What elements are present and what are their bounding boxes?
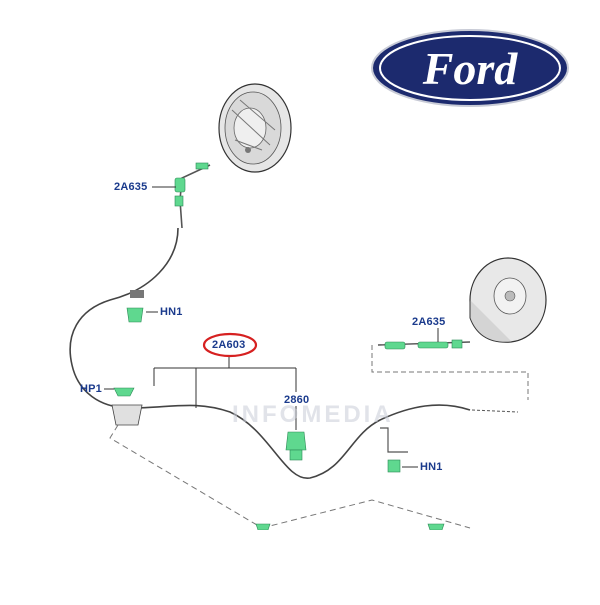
svg-text:Ford: Ford: [422, 43, 519, 94]
rear-cable-group-outline: [371, 345, 529, 400]
bracket-2860: [285, 406, 307, 461]
main-brake-cable: [69, 227, 471, 479]
pin-hp1: [104, 387, 143, 426]
callout-HN1-upper: HN1: [160, 306, 183, 318]
callout-HN1-lower: HN1: [420, 461, 443, 473]
hanger-hn1-upper: [126, 290, 158, 323]
hanger-hn1-lower: [380, 427, 418, 473]
watermark-text: INFOMEDIA: [232, 401, 394, 428]
highlight-ring: [202, 332, 258, 358]
right-brake-drum-drawing: [469, 257, 547, 343]
upper-brake-assembly-drawing: [218, 83, 292, 173]
lower-group-outline: [109, 424, 471, 529]
callout-2A635-rear: 2A635: [412, 316, 446, 328]
upper-front-cable: [179, 164, 211, 229]
callout-2860: 2860: [284, 394, 310, 406]
callout-HP1: HP1: [80, 383, 102, 395]
ford-logo: Ford: [371, 29, 569, 107]
lower-partial-parts: [255, 523, 445, 531]
callout-2A635-upper: 2A635: [114, 181, 148, 193]
callout-2A603: 2A603: [212, 339, 246, 351]
leader-lines-2A603: [153, 355, 297, 408]
